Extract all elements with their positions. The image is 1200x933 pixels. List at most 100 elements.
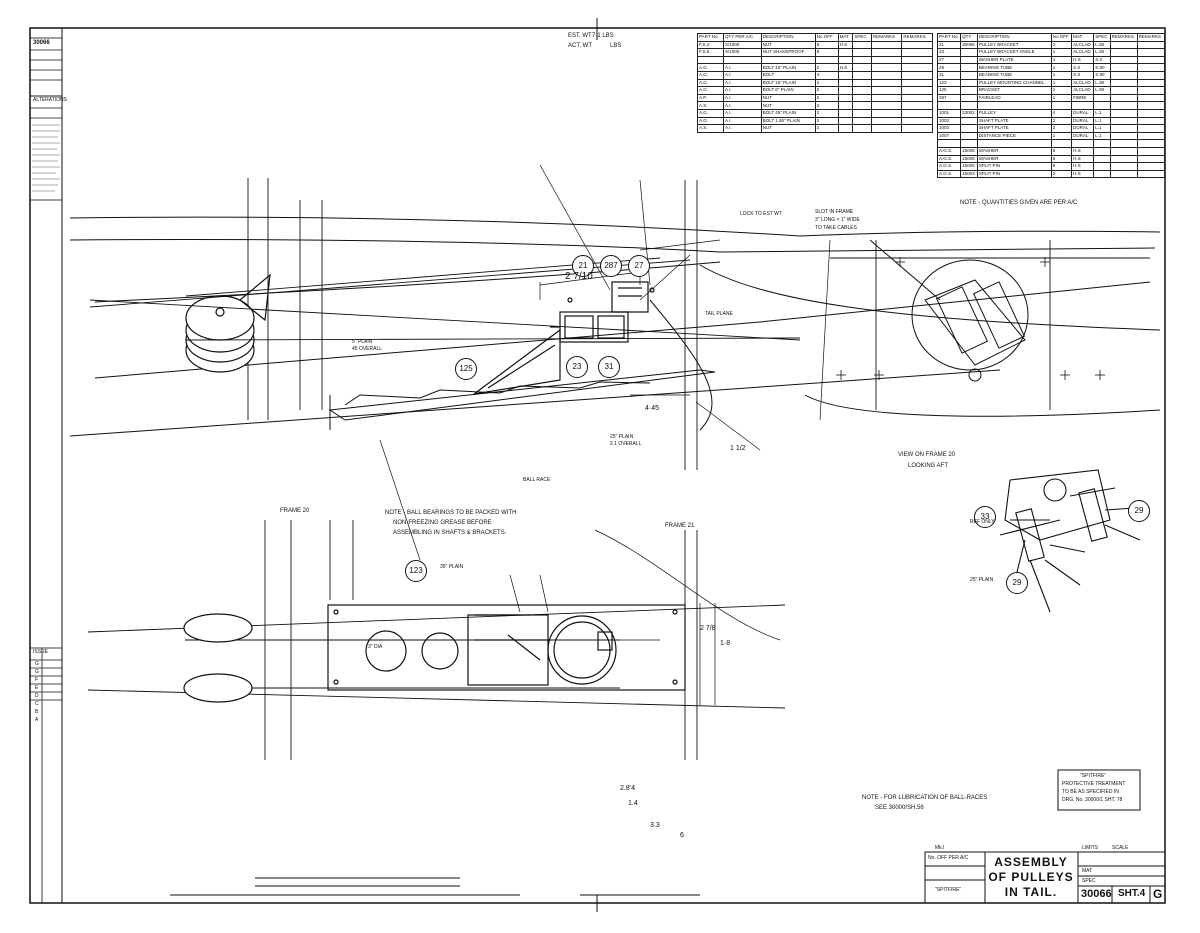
table-cell: H.S [1071, 162, 1095, 171]
dim-1-8: 1·8 [720, 640, 731, 647]
table-cell: L.38 [1093, 78, 1111, 88]
table-cell: 2 [814, 78, 839, 88]
table-cell: S.S [1071, 63, 1095, 72]
table-cell: F.S.2 [697, 40, 724, 50]
issue-letter-entry: A [35, 717, 39, 723]
table-cell: 1 [1050, 86, 1073, 95]
table-cell: L.1 [1093, 116, 1111, 126]
table-cell [1136, 131, 1166, 141]
crosshair-marks [836, 257, 1105, 380]
table-cell [1093, 162, 1111, 171]
table-cell: 2 [814, 86, 839, 95]
table-cell: NUT [760, 101, 816, 110]
table-cell [837, 55, 854, 65]
balloon-23: 23 [566, 356, 588, 378]
frame-20-label: FRAME 20 [280, 508, 310, 514]
table-cell [901, 108, 933, 118]
table-cell: SPLIT PIN [976, 169, 1052, 179]
table-cell: L.1 [1093, 108, 1111, 118]
view-label-2: LOOKING AFT [908, 463, 949, 469]
issue-letter-entry: B [35, 709, 39, 715]
table-cell: 29 [936, 63, 962, 72]
table-cell [1136, 101, 1166, 110]
table-cell [1136, 124, 1166, 133]
table-cell [723, 55, 762, 65]
table-cell: FIBRE [1071, 93, 1095, 103]
table-cell [837, 48, 854, 57]
ball-bearing-note-1: NOTE - BALL BEARINGS TO BE PACKED WITH [385, 510, 517, 516]
table-cell: L.38 [1093, 40, 1111, 50]
table-cell: PULLEY BRACKET [976, 40, 1052, 50]
table-cell [1071, 139, 1095, 148]
frame-view-upper-right [830, 239, 1150, 382]
table-cell: ALCLAD [1071, 78, 1095, 88]
table-cell [1109, 162, 1138, 171]
dim-2-overall: 2.1 OVERALL [610, 441, 642, 447]
est-wt-value: 7·1 LBS [592, 33, 614, 39]
table-cell [870, 40, 903, 50]
table-cell [901, 86, 933, 95]
table-cell: MAT [1071, 33, 1095, 42]
table-cell: 123 [936, 78, 962, 88]
table-cell: 1003 [936, 124, 962, 133]
table-cell: BOLT [760, 70, 816, 80]
table-cell [870, 124, 903, 133]
hand-note-4: 6 [680, 832, 684, 839]
table-cell [960, 48, 978, 57]
table-cell: SPLIT PIN [976, 162, 1052, 171]
table-cell [1093, 101, 1111, 110]
table-cell [960, 70, 978, 80]
table-cell: H.S [837, 63, 854, 72]
dim-35-plain: 35" PLAIN [440, 564, 464, 570]
table-cell: 1 [1050, 78, 1073, 88]
table-cell: BOLT 45" PLAIN [760, 108, 816, 118]
table-cell [837, 86, 854, 95]
table-cell [852, 86, 872, 95]
leader-diagonals [594, 239, 831, 641]
table-cell [1136, 93, 1166, 103]
table-cell [960, 63, 978, 72]
table-cell [852, 116, 872, 126]
table-cell [976, 101, 1052, 110]
table-cell: 8 [814, 40, 839, 50]
table-cell [1109, 108, 1138, 118]
table-cell [837, 78, 854, 88]
table-cell [1136, 78, 1166, 88]
table-cell: 1 [1050, 93, 1073, 103]
table-cell: H.S [1071, 154, 1095, 164]
table-cell: PULLEY MOUNTING CHANNEL [976, 78, 1052, 88]
dim-4-45: 4·45 [645, 405, 660, 412]
table-cell: 1 [1050, 70, 1073, 80]
issue-letter-entry: E [35, 685, 39, 691]
table-cell: NUT [760, 124, 816, 133]
lock-note: LOCK TO EST WT [740, 211, 782, 217]
table-cell [1136, 154, 1166, 164]
table-cell [1109, 146, 1138, 156]
balloon-123: 123 [405, 560, 427, 582]
table-cell: 125 [936, 86, 962, 95]
table-cell: 8 [1050, 154, 1073, 164]
table-cell: BOLT 6" PLAIN [760, 86, 816, 95]
balloon-33: 33 [974, 506, 996, 528]
table-cell [960, 124, 978, 133]
table-cell: REMARKS [1136, 33, 1166, 42]
table-cell [870, 116, 903, 126]
table-cell [837, 124, 854, 133]
table-cell: 15003 [960, 169, 978, 179]
table-cell: A.I. [723, 86, 762, 95]
table-cell: NUT [760, 40, 816, 50]
table-cell [870, 55, 903, 65]
table-cell [1093, 139, 1111, 148]
limits-label: LIMITS [1082, 845, 1099, 851]
table-cell: SPEC [852, 33, 872, 42]
table-cell: 1 [1050, 131, 1073, 141]
table-cell: BOLT 15" PLAIN [760, 63, 816, 72]
